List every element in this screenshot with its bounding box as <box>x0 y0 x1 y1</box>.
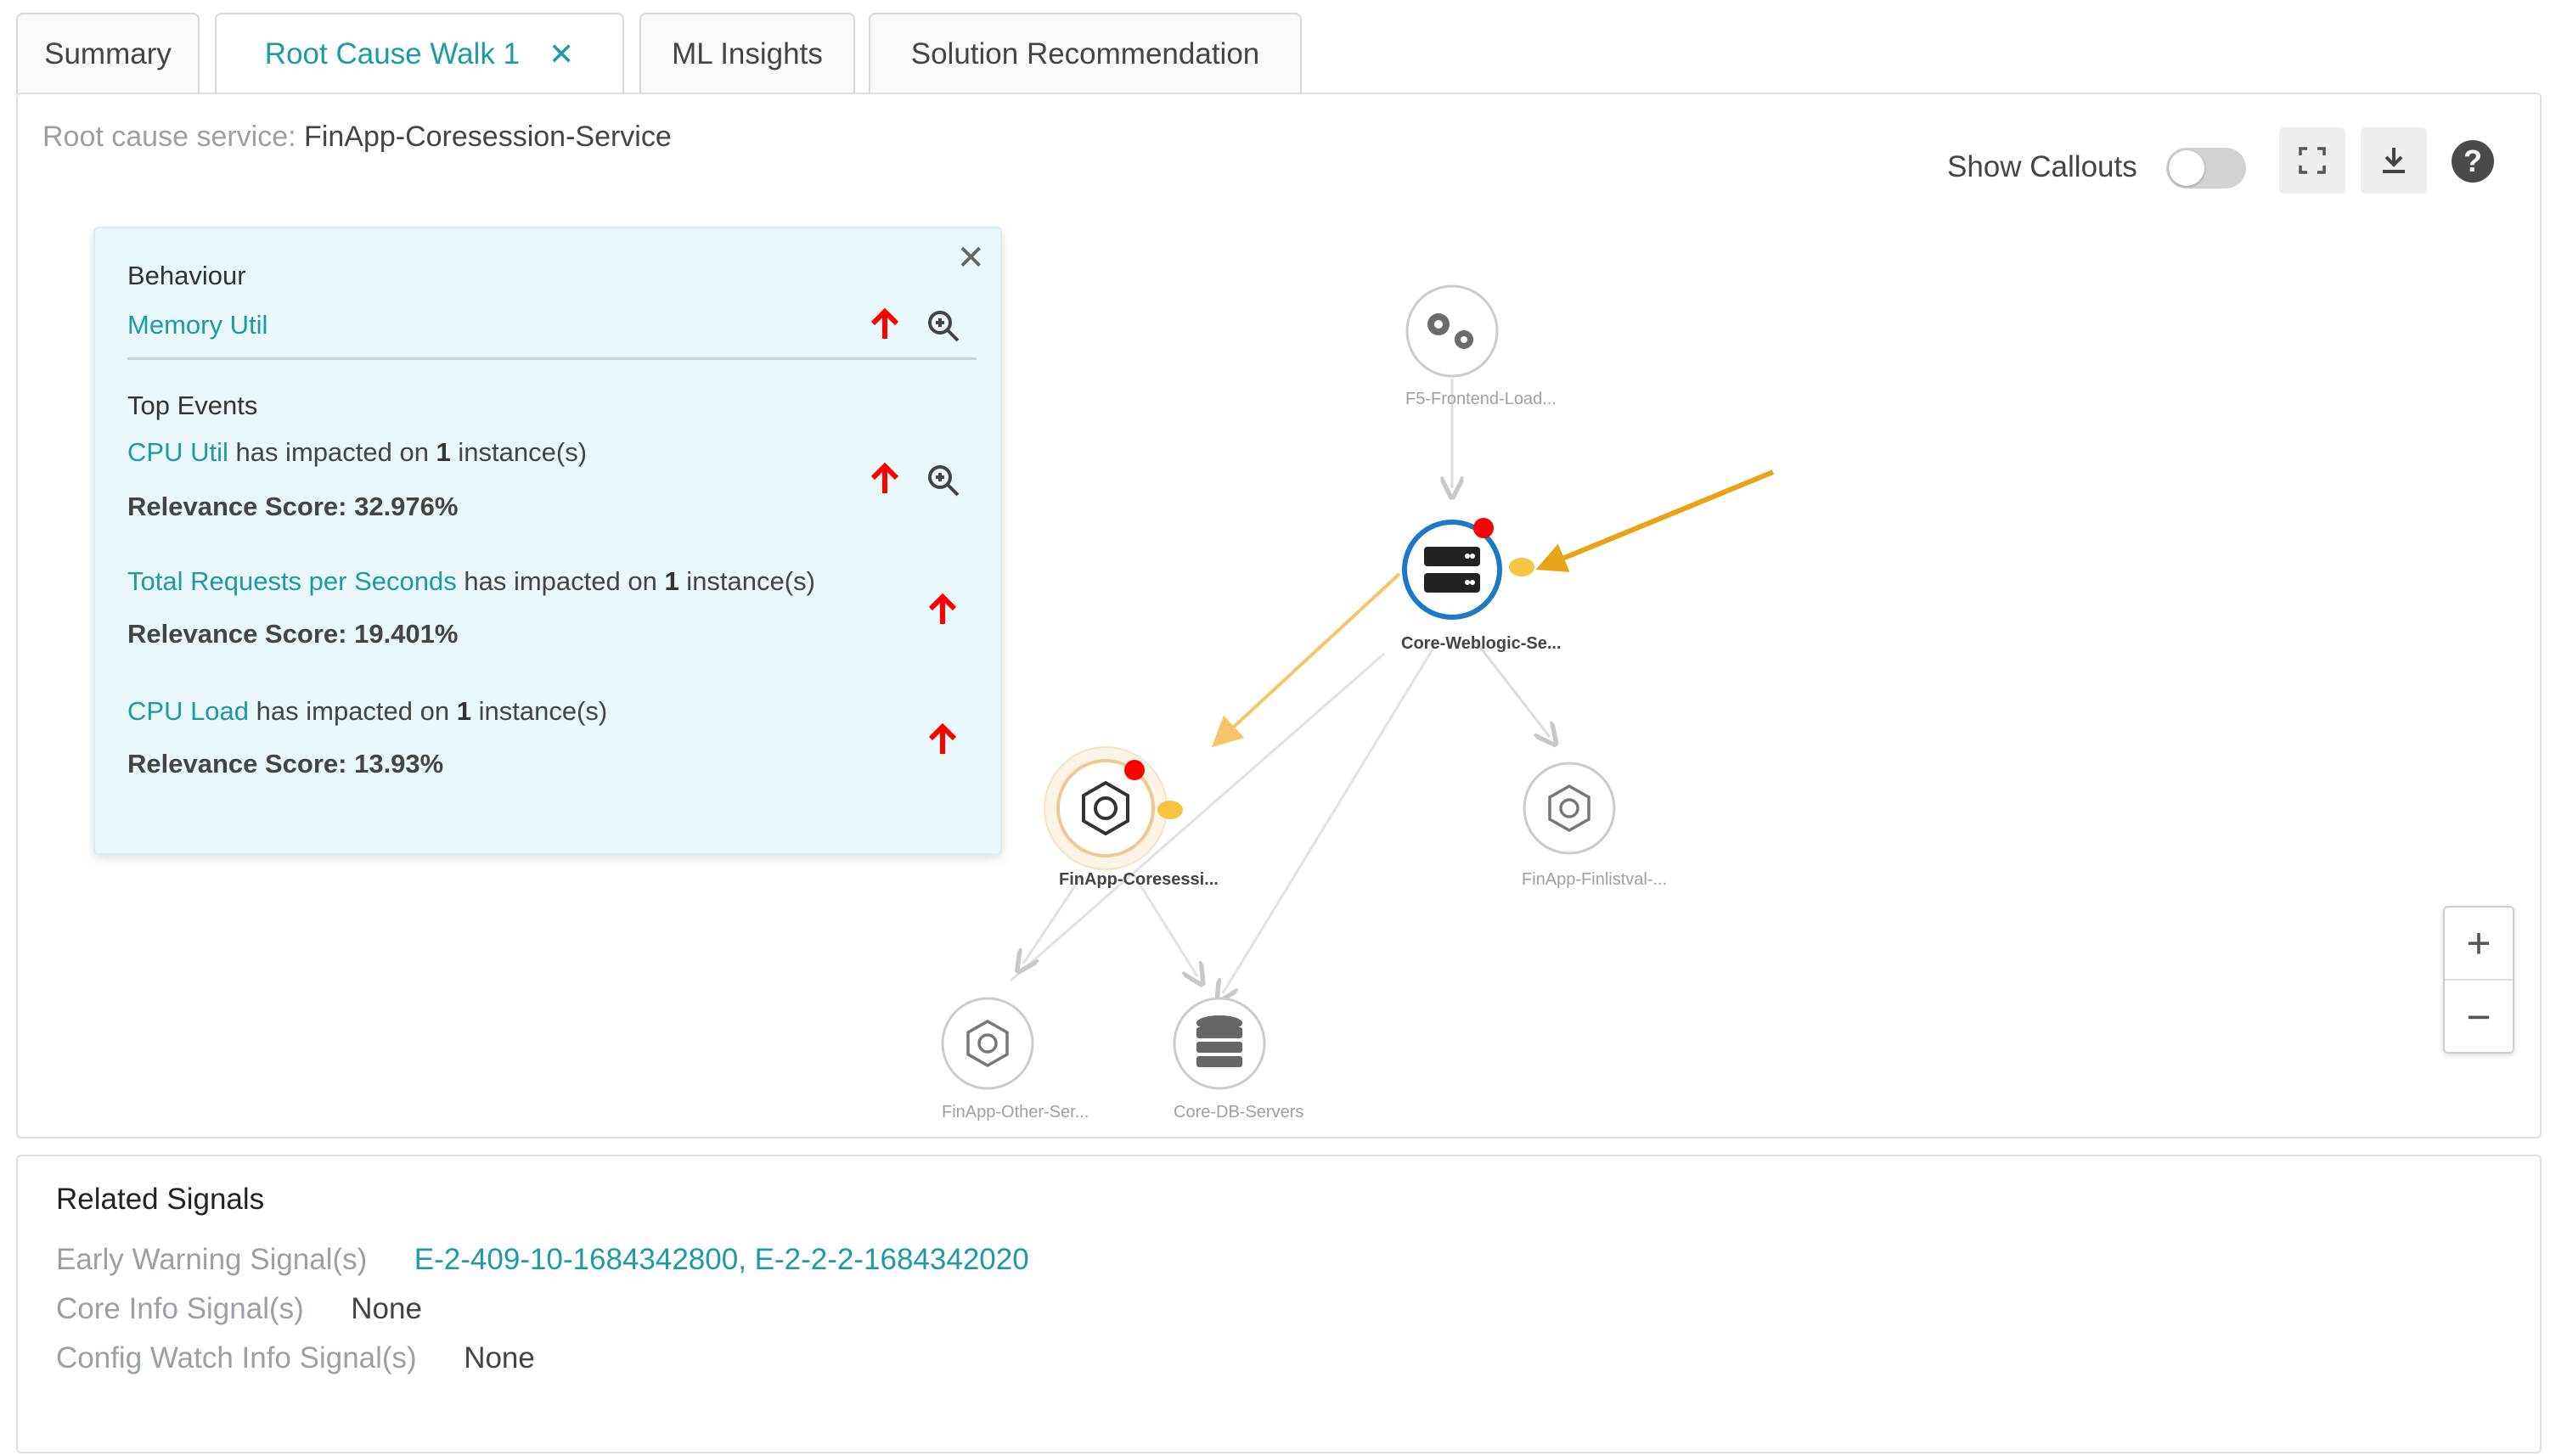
arrow-up-icon <box>928 723 957 754</box>
node-label-finistval: FinApp-Finlistval-... <box>1522 870 1667 889</box>
config-watch-label: Config Watch Info Signal(s) <box>56 1341 417 1374</box>
annotation-arrow <box>1535 469 1775 572</box>
config-watch-row: Config Watch Info Signal(s) None <box>56 1341 535 1375</box>
edge-weblogic-finistval <box>1472 638 1550 737</box>
zoom-icon[interactable] <box>926 308 961 344</box>
node-label-other: FinApp-Other-Ser... <box>942 1103 1089 1122</box>
zoom-in-button[interactable]: + <box>2445 908 2513 981</box>
tab-label: Summary <box>44 37 172 70</box>
arrow-up-icon <box>870 308 899 339</box>
divider <box>127 357 977 360</box>
tab-solution-recommendation[interactable]: Solution Recommendation <box>869 13 1302 94</box>
node-label-coresession: FinApp-Coresessi... <box>1059 870 1219 889</box>
event-text: has impacted on <box>228 437 436 467</box>
edge-weblogic-db <box>1223 644 1437 993</box>
database-icon <box>1196 1015 1242 1067</box>
edge-coresession-other <box>1023 874 1084 964</box>
service-gear-icon <box>966 1019 1009 1068</box>
tab-label: ML Insights <box>672 37 823 70</box>
event-count: 1 <box>456 696 471 726</box>
show-callouts-toggle[interactable] <box>2166 148 2246 188</box>
tab-root-cause-walk[interactable]: Root Cause Walk 1 ✕ <box>215 13 624 94</box>
signal-link[interactable]: E-2-409-10-1684342800 <box>414 1243 739 1276</box>
zoom-control: + − <box>2443 906 2514 1054</box>
related-signals-title: Related Signals <box>56 1183 265 1216</box>
node-label-db: Core-DB-Servers <box>1174 1103 1303 1122</box>
dependency-graph: F5-Frontend-Load... Core-Weblogic-Se... … <box>941 284 1775 1122</box>
node-core-weblogic[interactable] <box>1402 518 1534 620</box>
node-finapp-other[interactable] <box>941 997 1034 1090</box>
event-text: instance(s) <box>678 566 815 596</box>
early-warning-row: Early Warning Signal(s) E-2-409-10-16843… <box>56 1243 1029 1276</box>
core-info-row: Core Info Signal(s) None <box>56 1292 422 1326</box>
relevance-score: Relevance Score: 13.93% <box>127 749 444 779</box>
behaviour-title: Behaviour <box>127 261 246 290</box>
event-metric-link[interactable]: CPU Util <box>127 437 228 467</box>
alert-dot <box>1124 760 1145 780</box>
tab-ml-insights[interactable]: ML Insights <box>639 13 855 94</box>
node-f5-frontend[interactable] <box>1405 284 1499 378</box>
edge-weblogic-coresession <box>1211 572 1401 748</box>
fullscreen-icon <box>2299 147 2326 174</box>
event-text: instance(s) <box>450 437 588 467</box>
top-events-title: Top Events <box>127 391 258 420</box>
help-icon[interactable]: ? <box>2452 140 2494 183</box>
node-label-f5: F5-Frontend-Load... <box>1405 390 1557 408</box>
zoom-icon[interactable] <box>926 463 961 498</box>
server-icon <box>1424 547 1480 593</box>
root-cause-label: Root cause service: <box>42 121 296 153</box>
event-text: has impacted on <box>456 566 665 596</box>
toggle-knob <box>2169 150 2204 186</box>
node-finapp-finistval[interactable] <box>1523 762 1616 855</box>
download-button[interactable] <box>2361 127 2427 194</box>
node-finapp-coresession[interactable] <box>1044 746 1183 870</box>
behaviour-metric-link[interactable]: Memory Util <box>127 310 268 340</box>
callout-bubble-icon <box>1509 558 1534 576</box>
root-cause-service: Root cause service: FinApp-Coresession-S… <box>42 121 672 154</box>
service-gear-icon <box>1082 780 1129 836</box>
callout-popup: ✕ Behaviour Memory Util Top Events CPU U… <box>93 227 1002 855</box>
event-metric-link[interactable]: CPU Load <box>127 696 250 726</box>
early-warning-label: Early Warning Signal(s) <box>56 1243 368 1276</box>
gears-icon <box>1427 313 1473 349</box>
fullscreen-button[interactable] <box>2279 127 2345 194</box>
signal-link[interactable]: E-2-2-2-1684342020 <box>754 1243 1029 1276</box>
service-gear-icon <box>1548 784 1590 833</box>
node-label-weblogic: Core-Weblogic-Se... <box>1401 634 1562 653</box>
event-text: has impacted on <box>249 696 457 726</box>
node-core-db[interactable] <box>1173 997 1266 1090</box>
relevance-score: Relevance Score: 19.401% <box>127 619 459 649</box>
download-icon <box>2383 148 2405 173</box>
show-callouts-label: Show Callouts <box>1947 150 2137 183</box>
alert-dot <box>1473 518 1494 538</box>
event-metric-link[interactable]: Total Requests per Seconds <box>127 566 457 596</box>
event-count: 1 <box>664 566 679 596</box>
config-watch-value: None <box>464 1341 535 1374</box>
tab-label: Root Cause Walk 1 <box>264 37 521 70</box>
arrow-up-icon <box>870 463 899 493</box>
event-row: Total Requests per Seconds has impacted … <box>127 566 815 597</box>
close-icon[interactable]: ✕ <box>956 239 985 277</box>
event-text: instance(s) <box>470 696 608 726</box>
event-row: CPU Util has impacted on 1 instance(s) <box>127 437 587 468</box>
event-row: CPU Load has impacted on 1 instance(s) <box>127 696 607 727</box>
relevance-score: Relevance Score: 32.976% <box>127 492 459 521</box>
edge-coresession-db <box>1132 874 1197 976</box>
root-cause-value: FinApp-Coresession-Service <box>304 121 672 153</box>
edge-weblogic-other <box>1010 652 1385 982</box>
tab-summary[interactable]: Summary <box>16 13 200 94</box>
arrow-up-icon <box>928 593 957 624</box>
core-info-value: None <box>351 1292 422 1325</box>
core-info-label: Core Info Signal(s) <box>56 1292 304 1325</box>
tab-label: Solution Recommendation <box>910 37 1260 70</box>
callout-bubble-icon <box>1157 801 1183 819</box>
zoom-out-button[interactable]: − <box>2466 993 2491 1041</box>
close-icon[interactable]: ✕ <box>549 37 575 71</box>
event-count: 1 <box>436 437 451 467</box>
related-signals-panel <box>16 1155 2542 1453</box>
